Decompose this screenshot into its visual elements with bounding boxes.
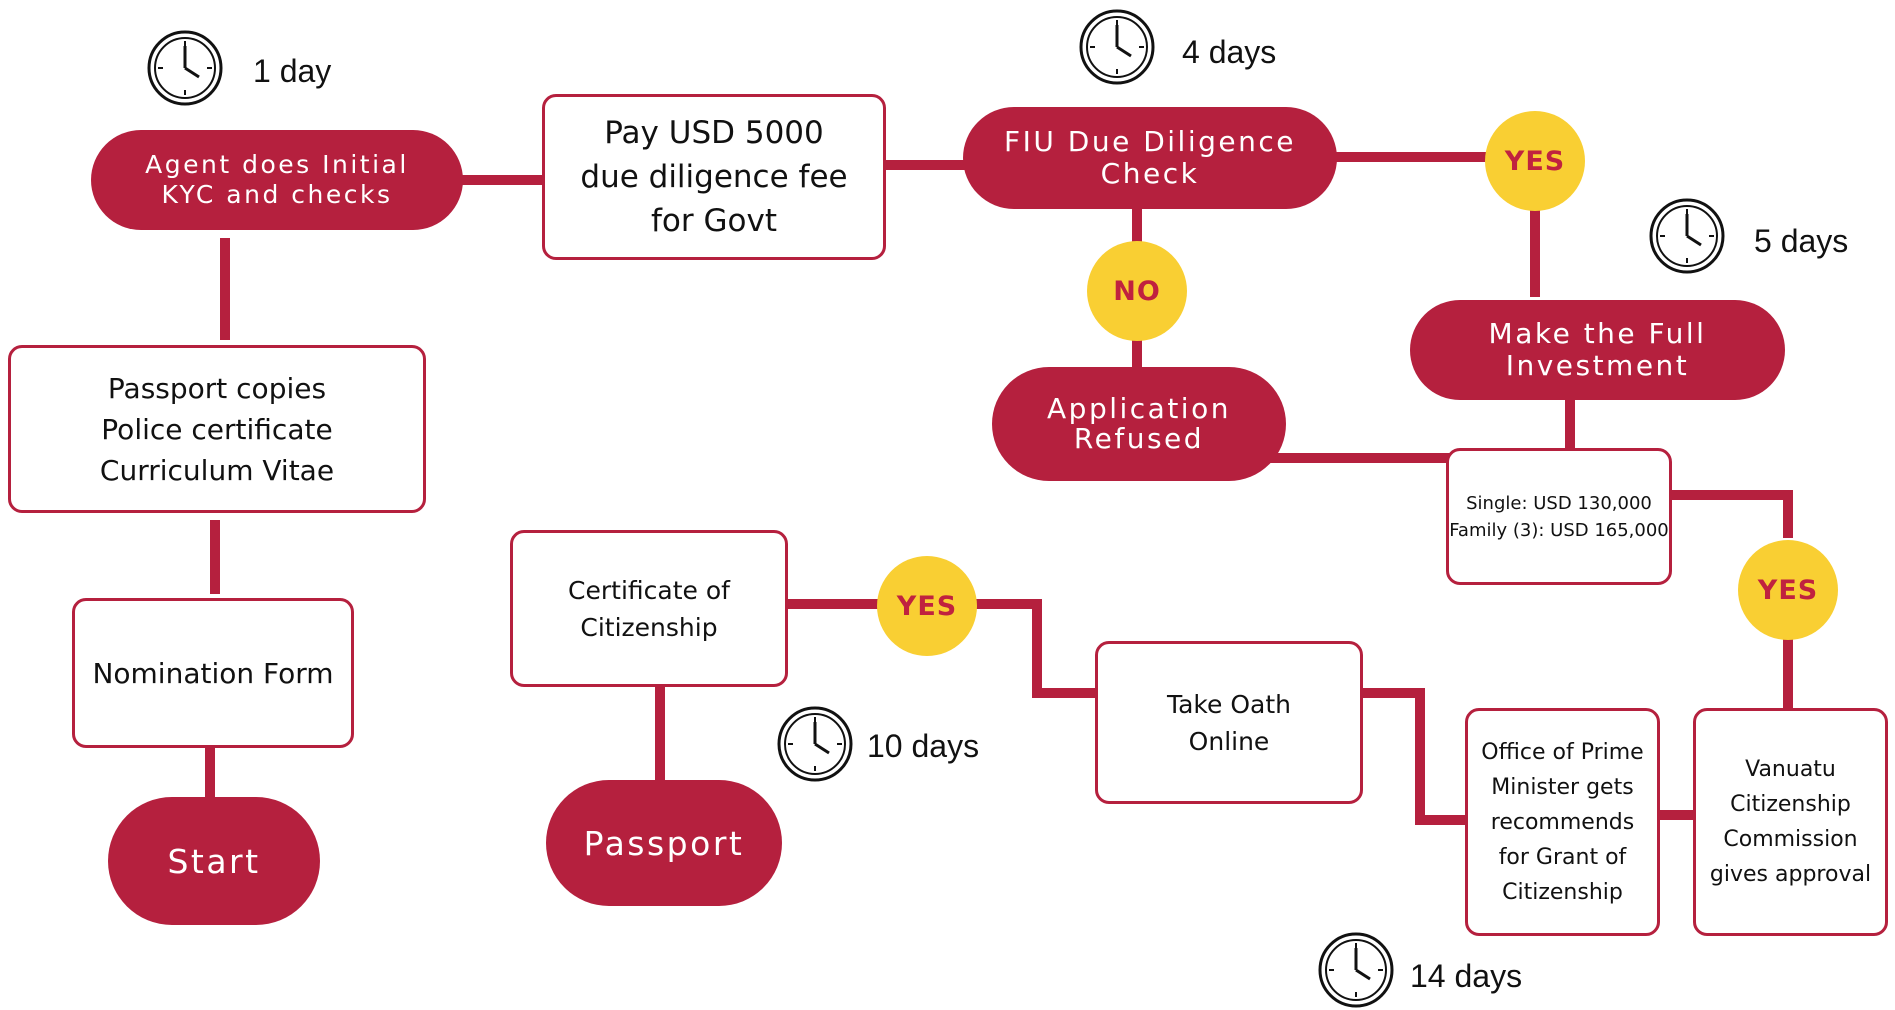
clock-icon (1079, 9, 1155, 85)
no-badge-fiu: NO (1087, 241, 1187, 341)
investment-amounts-label: Single: USD 130,000 Family (3): USD 165,… (1449, 492, 1669, 541)
no-badge-fiu-label: NO (1113, 275, 1161, 307)
yes-badge-certificate-label: YES (896, 590, 958, 622)
application-refused-node: Application Refused (992, 367, 1286, 481)
pm-office-node: Office of Prime Minister gets recommends… (1465, 708, 1660, 936)
clock-icon (147, 30, 223, 106)
take-oath-node: Take Oath Online (1095, 641, 1363, 804)
yes-badge-fiu: YES (1485, 111, 1585, 211)
duration-kyc: 1 day (253, 53, 332, 89)
commission-label: Vanuatu Citizenship Commission gives app… (1709, 757, 1872, 887)
certificate-label: Certificate of Citizenship (568, 575, 730, 642)
agent-kyc-node: Agent does Initial KYC and checks (91, 130, 463, 230)
start-node: Start (108, 797, 320, 925)
pay-fee-node: Pay USD 5000 due diligence fee for Govt (542, 94, 886, 260)
documents-node: Passport copies Police certificate Curri… (8, 345, 426, 513)
yes-badge-certificate: YES (877, 556, 977, 656)
duration-approval: 14 days (1410, 958, 1523, 994)
nomination-form-label: Nomination Form (92, 656, 334, 690)
full-investment-label: Make the Full Investment (1488, 317, 1707, 382)
nomination-form-node: Nomination Form (72, 598, 354, 748)
passport-node: Passport (546, 780, 782, 906)
certificate-node: Certificate of Citizenship (510, 530, 788, 687)
duration-investment: 5 days (1754, 223, 1849, 259)
passport-label: Passport (583, 823, 745, 863)
application-refused-label: Application Refused (1047, 392, 1231, 455)
yes-badge-fiu-label: YES (1504, 145, 1566, 177)
yes-badge-investment: YES (1738, 540, 1838, 640)
documents-label: Passport copies Police certificate Curri… (99, 371, 335, 487)
commission-node: Vanuatu Citizenship Commission gives app… (1693, 708, 1888, 936)
investment-amounts-node: Single: USD 130,000 Family (3): USD 165,… (1446, 448, 1672, 585)
pay-fee-label: Pay USD 5000 due diligence fee for Govt (580, 115, 848, 239)
clock-icon (1649, 198, 1725, 274)
duration-fiu: 4 days (1182, 34, 1277, 70)
fiu-check-label: FIU Due Diligence Check (1004, 125, 1296, 190)
duration-certificate: 10 days (867, 728, 980, 764)
agent-kyc-label: Agent does Initial KYC and checks (145, 150, 409, 209)
yes-badge-investment-label: YES (1757, 574, 1819, 606)
clock-icon (777, 706, 853, 782)
pm-office-label: Office of Prime Minister gets recommends… (1481, 739, 1644, 905)
take-oath-label: Take Oath Online (1166, 689, 1291, 756)
start-label: Start (167, 841, 261, 881)
full-investment-node: Make the Full Investment (1410, 300, 1785, 400)
clock-icon (1318, 932, 1394, 1008)
fiu-check-node: FIU Due Diligence Check (963, 107, 1337, 209)
